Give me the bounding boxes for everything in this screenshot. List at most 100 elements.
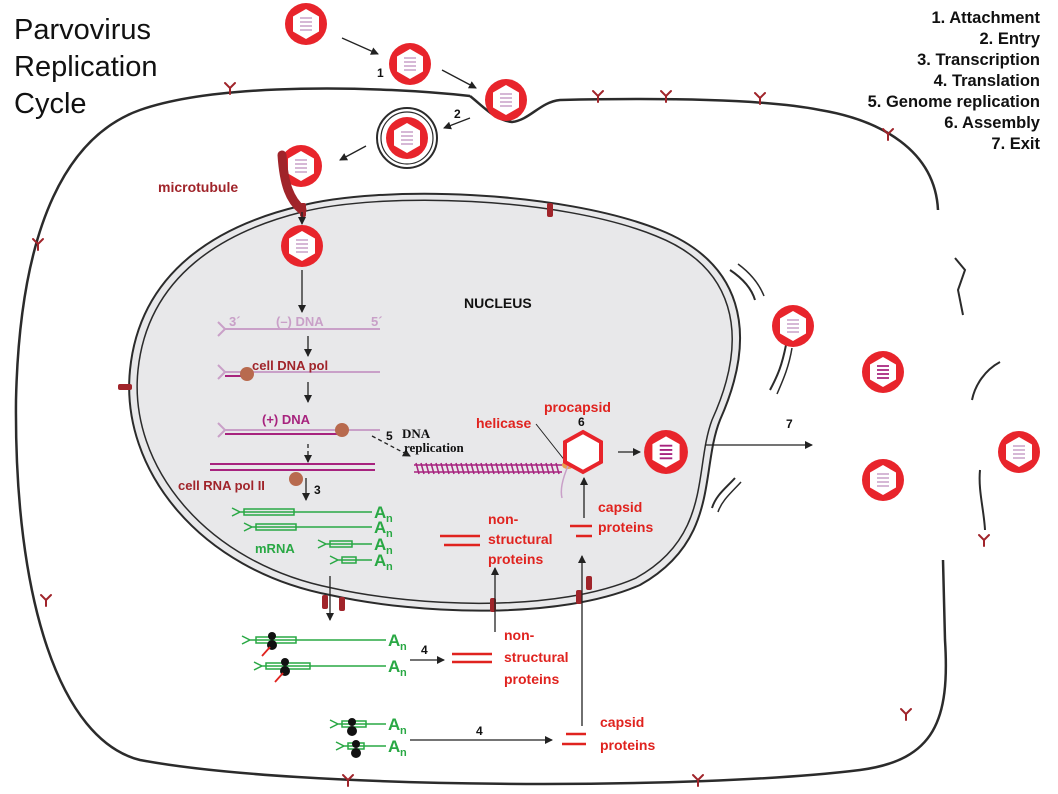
dna-template-strand	[217, 422, 380, 438]
nucleus	[128, 192, 741, 612]
receptor-icon	[40, 594, 52, 607]
step-1: 1. Attachment	[931, 9, 1041, 27]
cell-membrane-top	[469, 95, 940, 211]
ribosome-icon	[351, 740, 361, 758]
virion-icon	[484, 78, 528, 122]
receptor-icon	[900, 708, 912, 721]
nuclear-envelope-inner	[136, 199, 733, 605]
arrow	[339, 145, 367, 161]
virion-icon	[388, 42, 432, 86]
arrow	[371, 435, 411, 457]
mrna-transcripts	[231, 507, 372, 565]
nucleus-label: NUCLEUS	[464, 295, 532, 311]
receptor-icon	[978, 534, 990, 547]
step-4: 4. Translation	[933, 72, 1040, 90]
arrow	[341, 37, 379, 55]
rna-polymerase-icon	[289, 472, 303, 486]
ribosome-icon	[347, 718, 357, 736]
new-virion-icon	[643, 429, 689, 475]
step-number-3: 3	[314, 483, 321, 497]
helicase-pointer	[535, 423, 567, 463]
nonstructural-cyto-label-1: non-	[504, 627, 535, 643]
poly-a-subscript: n	[400, 641, 407, 653]
minus-dna-strand	[217, 321, 380, 337]
virion-icon	[280, 224, 324, 268]
nuclear-envelope-fragment	[737, 263, 765, 297]
cell-dna-pol-label: cell DNA pol	[252, 358, 328, 373]
arrow	[441, 69, 477, 89]
procapsid-icon	[560, 429, 603, 499]
poly-a-tail: A	[374, 518, 386, 537]
cell-membrane-fragment	[978, 469, 986, 531]
step-number-6: 6	[578, 415, 585, 429]
released-virion-icon	[997, 430, 1041, 474]
capsid-cyto-label-2: proteins	[600, 737, 655, 753]
released-virion-icon	[861, 458, 905, 502]
cell-membrane-fragment	[971, 361, 1001, 401]
step-number-2: 2	[454, 107, 461, 121]
capsid-nuc-label-2: proteins	[598, 519, 653, 535]
arrow	[443, 117, 471, 130]
step-6: 6. Assembly	[944, 114, 1040, 132]
nonstructural-cyto-label-3: proteins	[504, 671, 559, 687]
released-virion-icon	[861, 350, 905, 394]
plus-dna-label: (+) DNA	[262, 412, 311, 427]
step-number-7: 7	[786, 417, 793, 431]
nuclear-envelope-fragment	[711, 477, 736, 509]
poly-a-subscript: n	[386, 545, 393, 557]
dna-template-strand	[217, 364, 380, 380]
replicating-dna-helix	[414, 462, 562, 475]
step-5: 5. Genome replication	[867, 93, 1040, 111]
diagram-title: Parvovirus Replication Cycle	[14, 12, 157, 123]
helicase-label: helicase	[476, 415, 531, 431]
nonstructural-nuc-label-1: non-	[488, 511, 519, 527]
title-line-2: Replication	[14, 51, 158, 83]
poly-a-tail: A	[388, 657, 400, 676]
nuclear-envelope-fragment	[776, 347, 793, 395]
step-2: 2. Entry	[979, 30, 1040, 48]
capsid-cyto-label-1: capsid	[600, 714, 644, 730]
virion-icon	[284, 2, 328, 46]
step-3: 3. Transcription	[917, 51, 1040, 69]
ribosome-icon	[274, 658, 290, 683]
nonstructural-cyto-label-2: structural	[504, 649, 569, 665]
poly-a-tail: A	[374, 551, 386, 570]
poly-a-subscript: n	[400, 667, 407, 679]
nonstructural-nuc-label-3: proteins	[488, 551, 543, 567]
step-number-1: 1	[377, 66, 384, 80]
mrna-label: mRNA	[255, 541, 295, 556]
virion-icon	[385, 116, 429, 160]
released-virion-icon	[771, 304, 815, 348]
cell-membrane-fragment	[954, 257, 967, 316]
poly-a-tail: A	[388, 715, 400, 734]
nuclear-envelope-fragment	[729, 269, 756, 301]
step-number-4b: 4	[476, 724, 483, 738]
microtubule-label: microtubule	[158, 179, 238, 195]
step-number-5: 5	[386, 429, 393, 443]
nonstructural-nuc-label-2: structural	[488, 531, 553, 547]
title-line-3: Cycle	[14, 88, 87, 120]
poly-a-tail: A	[374, 503, 386, 522]
dna-polymerase-icon	[335, 423, 349, 437]
dna-label: DNA	[402, 426, 431, 441]
title-line-1: Parvovirus	[14, 14, 151, 46]
microtubule	[277, 150, 307, 215]
cell-membrane	[14, 87, 948, 786]
poly-a-subscript: n	[386, 513, 393, 525]
dna-polymerase-icon	[240, 367, 254, 381]
steps-legend: 1. Attachment 2. Entry 3. Transcription …	[868, 8, 1040, 155]
three-prime-label: 3´	[229, 314, 241, 329]
minus-dna-label: (–) DNA	[276, 314, 324, 329]
poly-a-subscript: n	[400, 725, 407, 737]
poly-a-subscript: n	[386, 561, 393, 573]
step-number-4a: 4	[421, 643, 428, 657]
ribosome-icon	[261, 632, 277, 657]
poly-a-tail: A	[374, 535, 386, 554]
nuclear-envelope-fragment	[717, 481, 742, 513]
poly-a-tail: A	[388, 631, 400, 650]
procapsid-label: procapsid	[544, 399, 611, 415]
replication-label: replication	[404, 440, 464, 455]
poly-a-subscript: n	[400, 747, 407, 759]
